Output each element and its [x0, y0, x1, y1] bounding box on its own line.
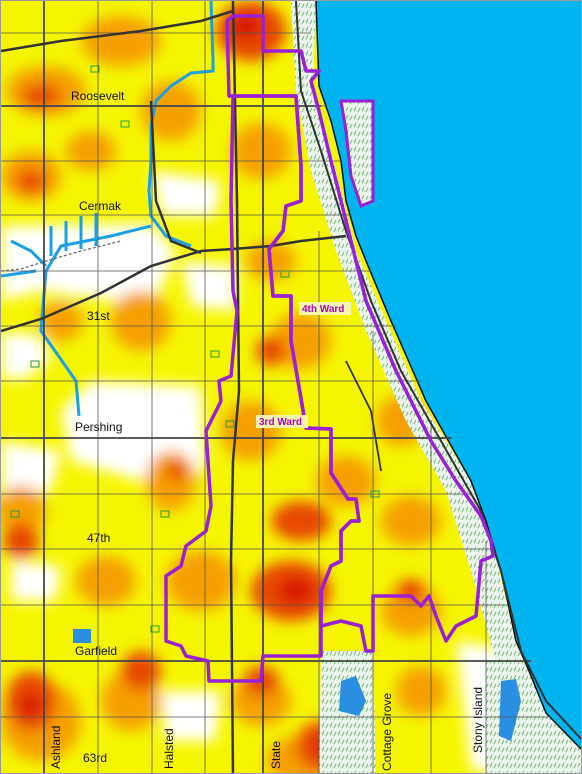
railroad [1, 240, 122, 272]
river-slips [49, 213, 98, 256]
ward-3-boundary [164, 94, 361, 683]
street-label-garfield: Garfield [75, 644, 117, 658]
landmark-markers [10, 65, 380, 633]
major-roads [1, 1, 531, 773]
lake-michigan [316, 1, 581, 749]
street-label-state: State [269, 741, 283, 769]
street-label-pershing: Pershing [75, 420, 122, 434]
ward-label-3: 3rd Ward [256, 415, 308, 428]
street-label-cottage-grove: Cottage Grove [380, 693, 394, 771]
park-pond [499, 679, 521, 741]
street-label-stony-island: Stony Island [471, 687, 485, 753]
street-label-31st: 31st [87, 309, 110, 323]
svg-text:3rd Ward: 3rd Ward [259, 417, 302, 428]
northerly-island [339, 99, 375, 209]
svg-text:4th Ward: 4th Ward [302, 304, 344, 315]
street-label-roosevelt: Roosevelt [71, 89, 125, 103]
street-label-cermak: Cermak [79, 199, 122, 213]
street-label-63rd: 63rd [83, 751, 107, 765]
ward-label-4: 4th Ward [299, 302, 351, 315]
park-pond [73, 629, 91, 643]
park-pond [339, 676, 366, 716]
river-canal [1, 239, 48, 278]
street-label-ashland: Ashland [49, 726, 63, 769]
street-label-47th: 47th [87, 531, 110, 545]
street-label-halsted: Halsted [162, 728, 176, 769]
